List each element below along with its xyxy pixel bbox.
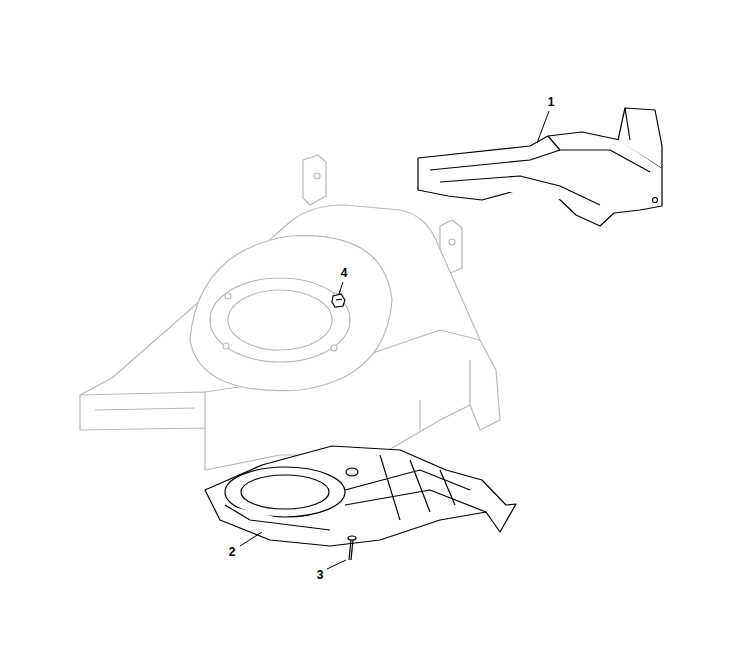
callout-number: 3	[316, 569, 325, 582]
callout-number: 1	[547, 96, 556, 109]
mower-deck	[80, 155, 500, 470]
leader-lines	[240, 111, 549, 569]
rear-flap	[418, 108, 662, 226]
callout-number: 2	[228, 546, 237, 559]
mulching-baffle	[205, 446, 516, 546]
callout-number: 4	[340, 267, 349, 280]
clip	[332, 294, 345, 307]
screw	[348, 536, 356, 560]
